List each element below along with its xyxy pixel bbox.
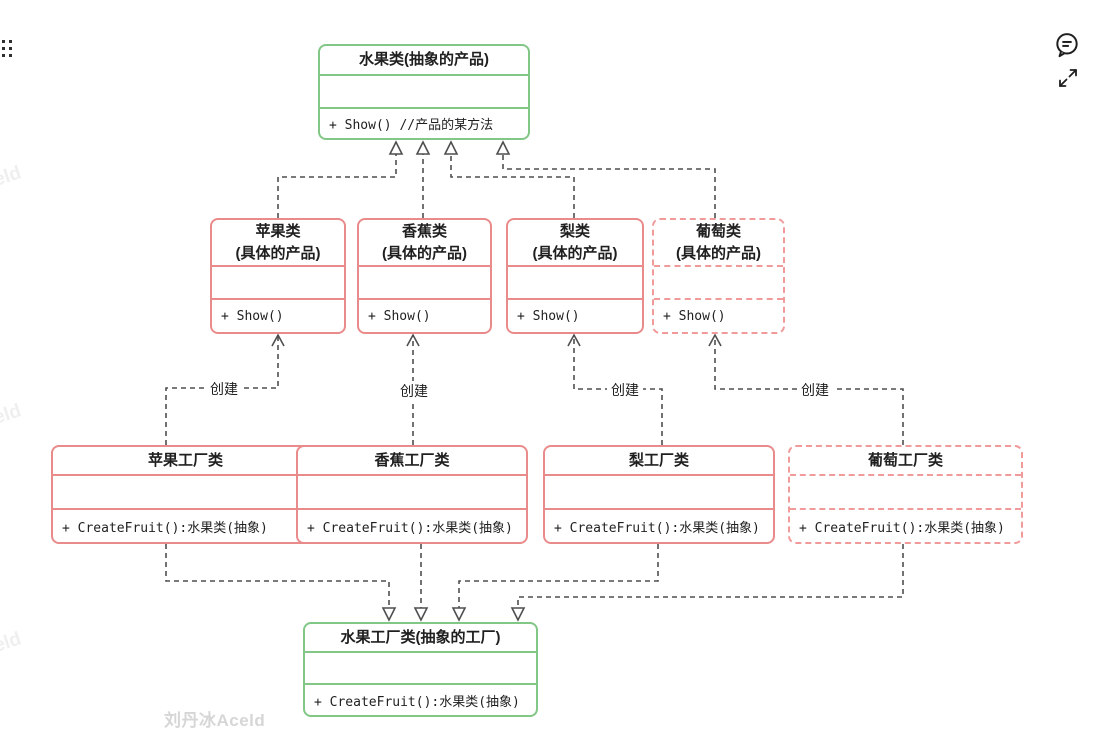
class-apple-factory: 苹果工厂类 + CreateFruit():水果类(抽象) — [51, 445, 320, 544]
edge-label-create-grape: 创建 — [797, 380, 833, 400]
create-edge-grape — [708, 333, 904, 445]
class-method-text: + Show() //产品的某方法 — [329, 118, 494, 133]
class-banana-factory: 香蕉工厂类 + CreateFruit():水果类(抽象) — [296, 445, 528, 544]
class-method: + Show() — [517, 308, 580, 324]
class-grape-product: 葡萄类 (具体的产品) + Show() — [652, 218, 785, 334]
class-title: 苹果工厂类 — [53, 447, 318, 476]
class-title: 水果类(抽象的产品) — [320, 46, 528, 76]
class-method: + CreateFruit():水果类(抽象) — [554, 520, 760, 536]
class-pear-product: 梨类 (具体的产品) + Show() — [506, 218, 644, 334]
class-method: + Show() — [368, 308, 431, 324]
class-pear-factory: 梨工厂类 + CreateFruit():水果类(抽象) — [543, 445, 775, 544]
class-title: 香蕉类 (具体的产品) — [359, 220, 490, 267]
class-attributes-empty — [305, 653, 536, 685]
watermark-author: 刘丹冰Aceld — [164, 711, 266, 730]
class-attributes-empty — [212, 267, 344, 300]
class-title-text: 水果类(抽象的产品) — [359, 51, 489, 69]
drag-handle-icon[interactable] — [2, 40, 15, 58]
class-attributes-empty — [53, 476, 318, 510]
class-attributes-empty — [320, 76, 528, 109]
class-title: 葡萄工厂类 — [790, 447, 1021, 476]
class-title: 梨工厂类 — [545, 447, 773, 476]
class-attributes-empty — [545, 476, 773, 510]
class-attributes-empty — [359, 267, 490, 300]
class-attributes-empty — [654, 267, 783, 300]
realize-edge-banana-factory — [413, 544, 429, 622]
class-title: 苹果类 (具体的产品) — [212, 220, 344, 267]
class-title: 葡萄类 (具体的产品) — [654, 220, 783, 267]
class-fruit-abstract-product: 水果类(抽象的产品) + Show() //产品的某方法 — [318, 44, 530, 140]
class-method: + Show() — [221, 308, 284, 324]
class-attributes-empty — [298, 476, 526, 510]
class-method: + Show() — [663, 308, 726, 324]
class-method: + CreateFruit():水果类(抽象) — [62, 520, 268, 536]
class-attributes-empty — [508, 267, 642, 300]
class-method: + CreateFruit():水果类(抽象) — [314, 694, 520, 710]
comment-icon[interactable] — [1053, 31, 1081, 59]
class-grape-factory: 葡萄工厂类 + CreateFruit():水果类(抽象) — [788, 445, 1023, 544]
class-title: 水果工厂类(抽象的工厂) — [305, 624, 536, 653]
class-attributes-empty — [790, 476, 1021, 510]
realize-edge-grape-factory — [510, 544, 904, 622]
class-banana-product: 香蕉类 (具体的产品) + Show() — [357, 218, 492, 334]
inheritance-edge-apple — [277, 140, 404, 218]
edge-label-create-pear: 创建 — [607, 380, 643, 400]
class-fruit-abstract-factory: 水果工厂类(抽象的工厂) + CreateFruit():水果类(抽象) — [303, 622, 538, 717]
class-title: 梨类 (具体的产品) — [508, 220, 642, 267]
realize-edge-apple-factory — [165, 544, 397, 622]
inheritance-edge-pear — [443, 140, 575, 218]
class-method: + CreateFruit():水果类(抽象) — [799, 520, 1005, 536]
realize-edge-pear-factory — [451, 544, 659, 622]
edge-label-create-banana: 创建 — [396, 381, 432, 401]
class-method: + CreateFruit():水果类(抽象) — [307, 520, 513, 536]
class-method: + Show() //产品的某方法 — [320, 109, 528, 138]
expand-icon[interactable] — [1056, 66, 1080, 90]
class-apple-product: 苹果类 (具体的产品) + Show() — [210, 218, 346, 334]
inheritance-edge-banana — [415, 140, 431, 218]
inheritance-edge-grape — [495, 140, 716, 218]
edge-label-create-apple: 创建 — [206, 379, 242, 399]
class-title: 香蕉工厂类 — [298, 447, 526, 476]
